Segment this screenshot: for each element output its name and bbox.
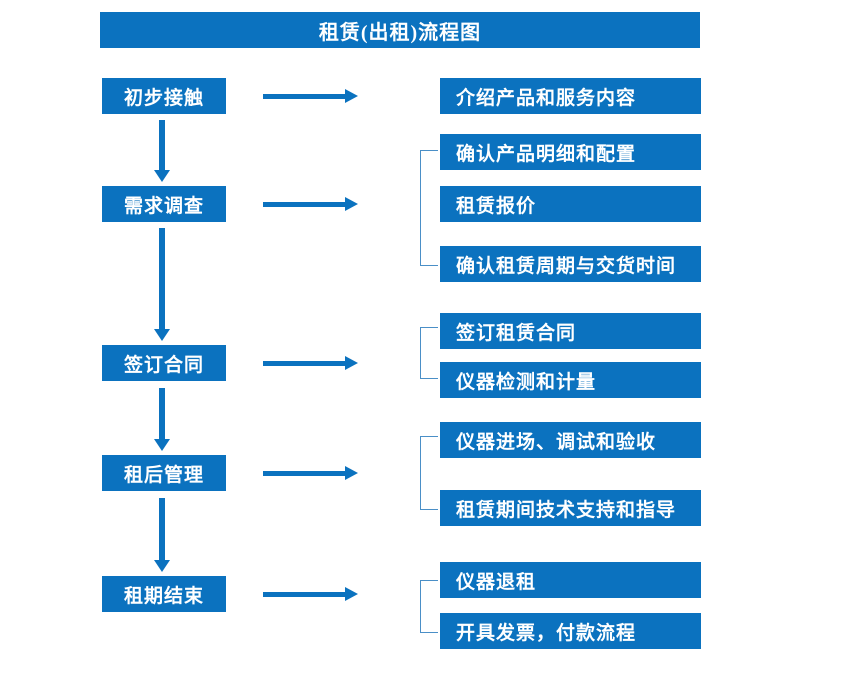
task-box-10[interactable]: 开具发票，付款流程 <box>440 613 701 649</box>
down-arrow-icon-4 <box>154 498 170 572</box>
right-arrow-icon-1 <box>263 89 358 103</box>
group-bracket-icon-2 <box>420 327 438 379</box>
task-box-6[interactable]: 仪器检测和计量 <box>440 362 701 398</box>
right-arrow-icon-2 <box>263 197 358 211</box>
task-box-9[interactable]: 仪器退租 <box>440 562 701 598</box>
down-arrow-icon-3 <box>154 388 170 451</box>
stage-box-1[interactable]: 初步接触 <box>102 78 226 114</box>
task-box-7[interactable]: 仪器进场、调试和验收 <box>440 422 701 458</box>
task-box-8[interactable]: 租赁期间技术支持和指导 <box>440 490 701 526</box>
right-arrow-icon-5 <box>263 587 358 601</box>
task-box-3[interactable]: 租赁报价 <box>440 186 701 222</box>
group-bracket-icon-4 <box>420 580 438 633</box>
stage-box-2[interactable]: 需求调查 <box>102 186 226 222</box>
down-arrow-icon-1 <box>154 120 170 182</box>
task-box-4[interactable]: 确认租赁周期与交货时间 <box>440 246 701 282</box>
task-box-1[interactable]: 介绍产品和服务内容 <box>440 78 701 114</box>
right-arrow-icon-4 <box>263 466 358 480</box>
stage-box-5[interactable]: 租期结束 <box>102 576 226 612</box>
task-box-2[interactable]: 确认产品明细和配置 <box>440 134 701 170</box>
stage-box-3[interactable]: 签订合同 <box>102 345 226 381</box>
page-title: 租赁(出租)流程图 <box>100 12 700 48</box>
stage-box-4[interactable]: 租后管理 <box>102 455 226 491</box>
down-arrow-icon-2 <box>154 228 170 341</box>
task-box-5[interactable]: 签订租赁合同 <box>440 313 701 349</box>
right-arrow-icon-3 <box>263 356 358 370</box>
group-bracket-icon-1 <box>420 150 438 266</box>
group-bracket-icon-3 <box>420 436 438 510</box>
